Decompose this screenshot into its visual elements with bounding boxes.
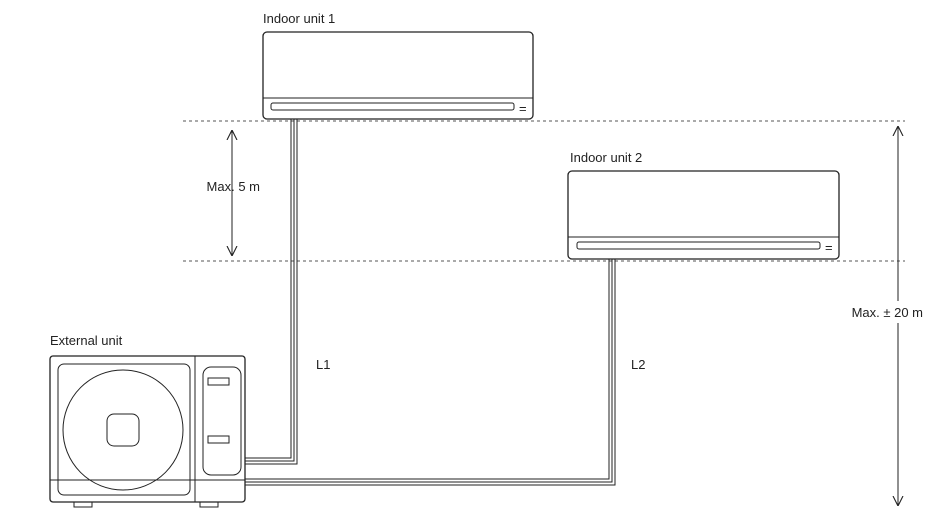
indoor-unit-1-indicator: = [519, 101, 527, 116]
lower-vent-slot [207, 435, 230, 444]
indoor-unit-2-louver [576, 241, 821, 250]
fan-hub [106, 413, 140, 447]
indoor-unit-1: Indoor unit 1 = [262, 11, 534, 120]
fan-icon [62, 369, 184, 491]
external-unit-body [49, 355, 246, 503]
indoor-unit-1-louver [270, 102, 515, 111]
external-unit-fan-panel [57, 363, 191, 496]
pipe-l1 [245, 119, 298, 465]
indoor-unit-2-body [567, 170, 840, 260]
right-foot [199, 501, 219, 508]
max-5m-label: Max. 5 m [207, 179, 260, 194]
pipe-l1-label: L1 [316, 357, 330, 372]
indoor-unit-1-label: Indoor unit 1 [263, 11, 335, 26]
external-unit-label: External unit [50, 333, 123, 348]
side-panel [202, 366, 242, 476]
indoor-unit-2: Indoor unit 2 = [567, 150, 840, 260]
pipe-l2 [245, 259, 616, 486]
external-unit: External unit [49, 333, 246, 508]
indoor-unit-1-body [262, 31, 534, 120]
upper-vent-slot [207, 377, 230, 386]
indoor-unit-2-label: Indoor unit 2 [570, 150, 642, 165]
indoor-unit-2-indicator: = [825, 240, 833, 255]
pipe-l2-label: L2 [631, 357, 645, 372]
left-foot [73, 501, 93, 508]
max-20m-label: Max. ± 20 m [852, 305, 923, 320]
